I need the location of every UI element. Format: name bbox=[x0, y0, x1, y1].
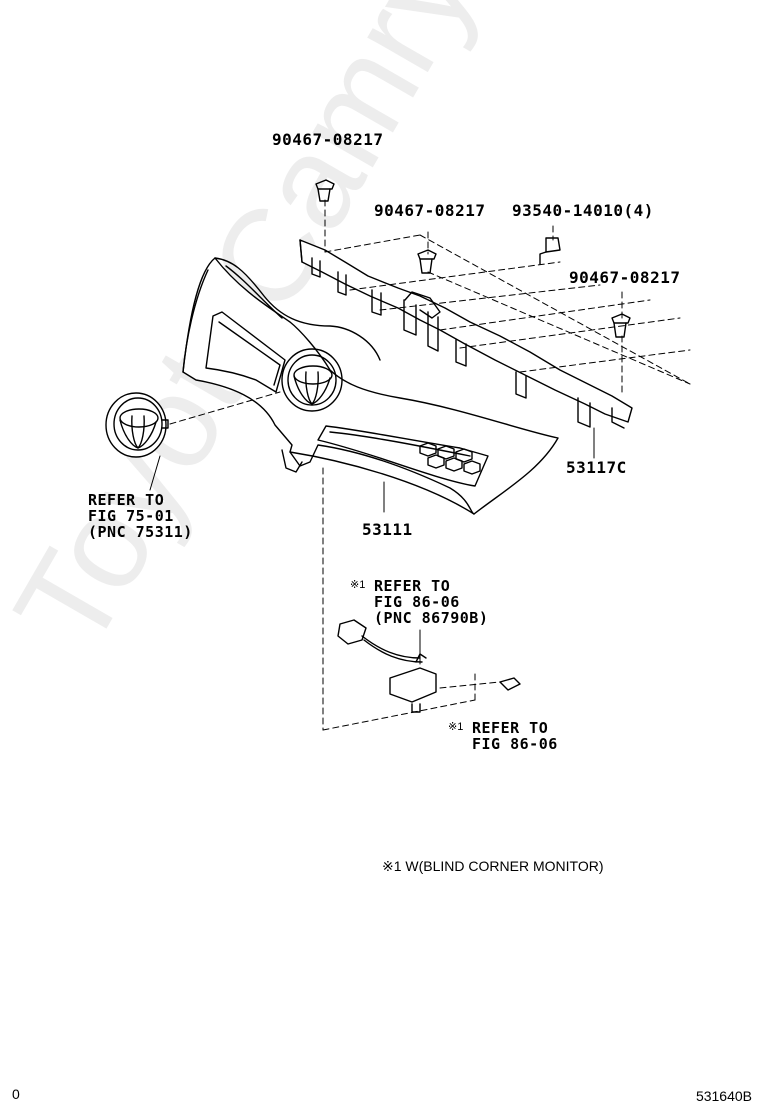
grille-mesh bbox=[419, 442, 481, 475]
ref-bracket-line2: FIG 86-06 bbox=[472, 735, 558, 753]
part-number-screw: 93540-14010(4) bbox=[512, 201, 654, 220]
page-left-code: 0 bbox=[12, 1086, 20, 1102]
screw bbox=[539, 237, 561, 265]
part-number-clip-right: 90467-08217 bbox=[569, 268, 681, 287]
ref-bracket-line1: REFER TO bbox=[472, 719, 549, 737]
clip-middle bbox=[417, 249, 437, 274]
part-number-grille: 53111 bbox=[362, 520, 413, 539]
radiator-grille bbox=[182, 257, 559, 515]
ref-camera-line3: (PNC 86790B) bbox=[374, 609, 489, 627]
ref-emblem-line2: FIG 75-01 bbox=[88, 507, 174, 525]
ref-emblem-line3: (PNC 75311) bbox=[88, 523, 193, 541]
clip-right bbox=[611, 313, 631, 338]
corner-camera-assembly bbox=[337, 619, 521, 713]
ref-camera-line2: FIG 86-06 bbox=[374, 593, 460, 611]
footnote: ※1 W(BLIND CORNER MONITOR) bbox=[382, 858, 604, 874]
part-number-clip-top: 90467-08217 bbox=[272, 130, 384, 149]
clip-top bbox=[315, 179, 335, 202]
ref-camera-mark: ※1 bbox=[350, 579, 366, 591]
figure-code: 531640B bbox=[695, 1088, 752, 1104]
part-number-clip-middle: 90467-08217 bbox=[374, 201, 486, 220]
part-number-retainer: 53117C bbox=[566, 458, 627, 477]
ref-camera-line1: REFER TO bbox=[374, 577, 451, 595]
ref-bracket-mark: ※1 bbox=[448, 721, 464, 733]
toyota-emblem bbox=[105, 392, 169, 458]
ref-emblem-line1: REFER TO bbox=[88, 491, 165, 509]
